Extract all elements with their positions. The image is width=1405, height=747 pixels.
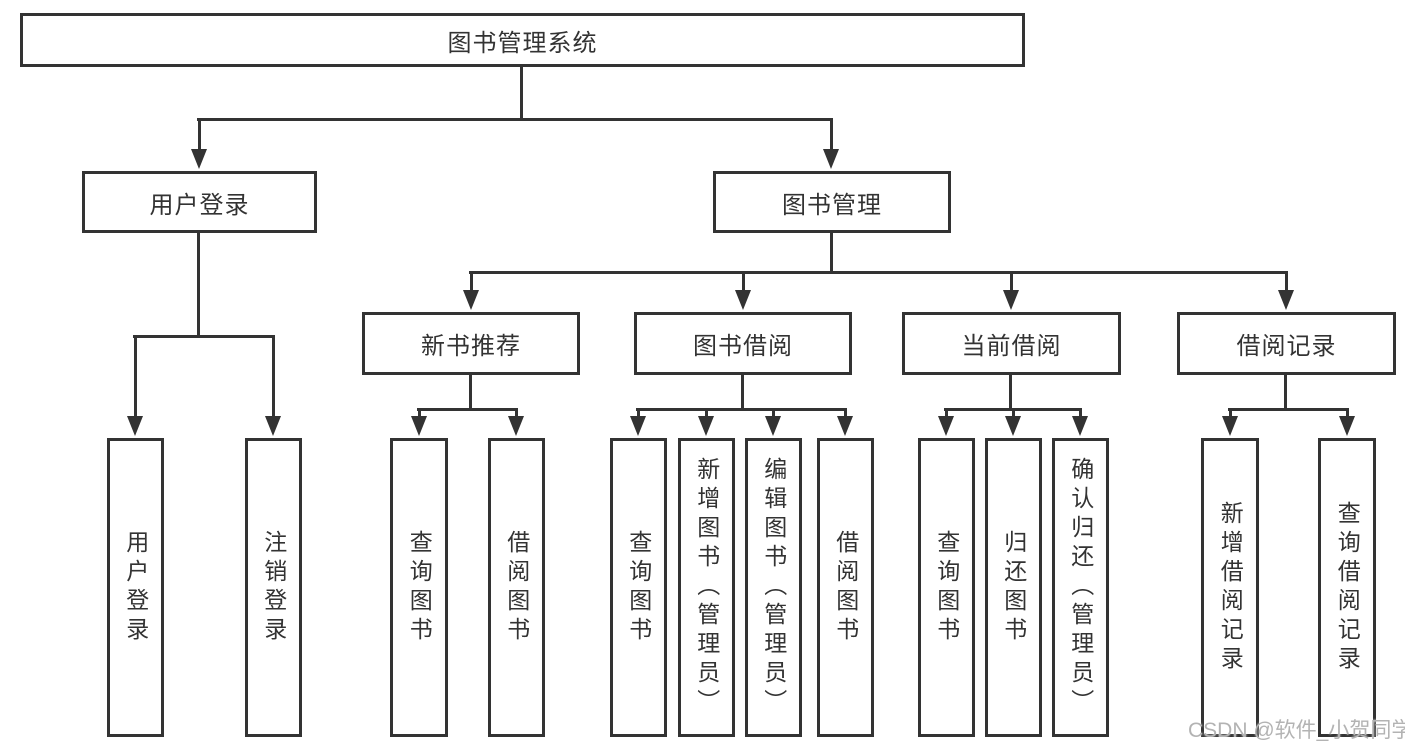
leaf-add-book-admin: 新增图书（管理员） xyxy=(678,438,735,737)
connector-line xyxy=(469,271,1288,274)
connector-arrowhead xyxy=(1072,416,1088,436)
node-label: 图书管理系统 xyxy=(447,29,598,57)
leaf-query-borrow-record: 查询借阅记录 xyxy=(1318,438,1376,737)
connector-line xyxy=(197,233,200,338)
node-label: 当前借阅 xyxy=(961,333,1062,360)
leaf-confirm-return-admin: 确认归还（管理员） xyxy=(1052,438,1109,737)
connector-line xyxy=(197,118,833,121)
connector-arrowhead xyxy=(1005,416,1021,436)
connector-line xyxy=(469,375,472,411)
connector-line xyxy=(830,121,833,151)
node-current-borrowing: 当前借阅 xyxy=(902,312,1121,375)
leaf-query-books-newbook: 查询图书 xyxy=(390,438,448,737)
leaf-borrow-books-borrow: 借阅图书 xyxy=(817,438,874,737)
node-borrowing-records: 借阅记录 xyxy=(1177,312,1396,375)
connector-line xyxy=(742,274,745,292)
connector-line xyxy=(705,411,708,418)
connector-arrowhead xyxy=(765,416,781,436)
node-label: 新增借阅记录 xyxy=(1217,500,1244,675)
connector-line xyxy=(133,335,275,338)
connector-line xyxy=(1010,274,1013,292)
connector-line xyxy=(134,338,137,418)
node-label: 新增图书（管理员） xyxy=(693,457,720,718)
connector-arrowhead xyxy=(508,416,524,436)
connector-line xyxy=(636,408,847,411)
leaf-add-borrow-record: 新增借阅记录 xyxy=(1201,438,1259,737)
node-label: 图书管理 xyxy=(782,191,882,219)
connector-arrowhead xyxy=(1278,290,1294,310)
connector-arrowhead xyxy=(127,416,143,436)
node-library-system: 图书管理系统 xyxy=(20,13,1025,67)
node-label: 查询图书 xyxy=(933,529,960,646)
leaf-user-login: 用户登录 xyxy=(107,438,164,737)
node-label: 归还图书 xyxy=(1000,529,1027,646)
connector-line xyxy=(945,411,948,418)
connector-line xyxy=(470,274,473,292)
connector-arrowhead xyxy=(698,416,714,436)
node-book-borrowing: 图书借阅 xyxy=(634,312,852,375)
connector-arrowhead xyxy=(1339,416,1355,436)
node-label: 用户登录 xyxy=(122,529,149,646)
node-label: 借阅图书 xyxy=(503,529,530,646)
connector-line xyxy=(772,411,775,418)
connector-line xyxy=(944,408,1082,411)
connector-line xyxy=(830,233,833,274)
connector-line xyxy=(515,411,518,418)
node-label: 用户登录 xyxy=(149,191,250,219)
connector-line xyxy=(198,121,201,151)
connector-arrowhead xyxy=(1003,290,1019,310)
connector-arrowhead xyxy=(735,290,751,310)
connector-line xyxy=(418,411,421,418)
node-label: 借阅记录 xyxy=(1236,333,1337,360)
connector-line xyxy=(844,411,847,418)
connector-line xyxy=(1284,375,1287,411)
leaf-query-books-current: 查询图书 xyxy=(918,438,975,737)
connector-arrowhead xyxy=(823,149,839,169)
connector-line xyxy=(520,67,523,121)
connector-line xyxy=(741,375,744,411)
node-label: 图书借阅 xyxy=(693,333,793,360)
connector-line xyxy=(417,408,518,411)
connector-arrowhead xyxy=(837,416,853,436)
connector-line xyxy=(637,411,640,418)
node-user-login: 用户登录 xyxy=(82,171,317,233)
connector-arrowhead xyxy=(463,290,479,310)
connector-line xyxy=(1229,411,1232,418)
connector-arrowhead xyxy=(265,416,281,436)
connector-arrowhead xyxy=(191,149,207,169)
connector-arrowhead xyxy=(938,416,954,436)
node-label: 查询图书 xyxy=(406,529,433,646)
node-label: 查询借阅记录 xyxy=(1334,500,1361,675)
connector-line xyxy=(1009,375,1012,411)
leaf-borrow-books-newbook: 借阅图书 xyxy=(488,438,545,737)
node-new-book-recommendation: 新书推荐 xyxy=(362,312,580,375)
node-label: 编辑图书（管理员） xyxy=(760,457,787,718)
connector-line xyxy=(272,338,275,418)
connector-line xyxy=(1285,274,1288,292)
node-label: 注销登录 xyxy=(260,529,287,646)
connector-line xyxy=(1012,411,1015,418)
node-label: 借阅图书 xyxy=(832,529,859,646)
node-label: 查询图书 xyxy=(625,529,652,646)
node-label: 确认归还（管理员） xyxy=(1067,457,1094,718)
connector-line xyxy=(1228,408,1349,411)
connector-arrowhead xyxy=(1222,416,1238,436)
connector-arrowhead xyxy=(630,416,646,436)
connector-arrowhead xyxy=(411,416,427,436)
node-book-management: 图书管理 xyxy=(713,171,951,233)
leaf-query-books-borrow: 查询图书 xyxy=(610,438,667,737)
leaf-edit-book-admin: 编辑图书（管理员） xyxy=(745,438,802,737)
leaf-logout-login: 注销登录 xyxy=(245,438,302,737)
connector-line xyxy=(1079,411,1082,418)
node-label: 新书推荐 xyxy=(421,333,521,360)
leaf-return-books: 归还图书 xyxy=(985,438,1042,737)
watermark-text: CSDN @软件_小贺同学 xyxy=(1188,719,1405,742)
connector-line xyxy=(1346,411,1349,418)
